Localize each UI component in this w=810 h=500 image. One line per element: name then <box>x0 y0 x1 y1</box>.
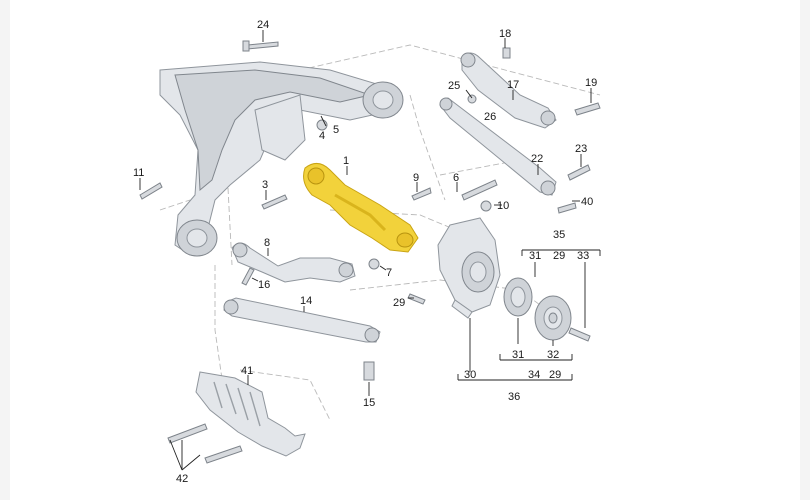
wheel-bearing-housing <box>437 217 501 319</box>
underbody-cover-41 <box>195 371 306 457</box>
callout-30: 30 <box>464 369 476 381</box>
callout-24: 24 <box>257 19 269 31</box>
callout-41: 41 <box>241 365 253 377</box>
callout-42: 42 <box>176 473 188 485</box>
callout-29-left: 29 <box>393 297 405 309</box>
callout-31-top: 31 <box>529 250 541 262</box>
callout-25: 25 <box>448 80 460 92</box>
wheel-hub-32 <box>534 295 572 341</box>
callout-36: 36 <box>508 391 520 403</box>
callout-9: 9 <box>413 172 419 184</box>
bearing-ring-31 <box>503 277 533 317</box>
callout-35: 35 <box>553 229 565 241</box>
leader-lines <box>139 30 601 471</box>
callout-29-bottom: 29 <box>549 369 561 381</box>
callout-8: 8 <box>264 237 270 249</box>
callout-23: 23 <box>575 143 587 155</box>
callout-4: 4 <box>319 130 325 142</box>
callout-18: 18 <box>499 28 511 40</box>
callout-1: 1 <box>343 155 349 167</box>
callout-33: 33 <box>577 250 589 262</box>
callout-labels: 24 18 19 17 25 26 5 4 22 23 1 11 9 6 3 1… <box>133 19 597 485</box>
callout-14: 14 <box>300 295 312 307</box>
callout-32: 32 <box>547 349 559 361</box>
spring-link-8 <box>231 242 356 283</box>
callout-7: 7 <box>386 267 392 279</box>
track-rod-14 <box>223 297 381 343</box>
callout-19: 19 <box>585 77 597 89</box>
callout-29-top: 29 <box>553 250 565 262</box>
callout-5: 5 <box>333 124 339 136</box>
bolts <box>139 40 601 464</box>
callout-10: 10 <box>497 200 509 212</box>
callout-17: 17 <box>507 79 519 91</box>
callout-34: 34 <box>528 369 540 381</box>
callout-11: 11 <box>133 167 144 179</box>
callout-3: 3 <box>262 179 268 191</box>
callout-22: 22 <box>531 153 543 165</box>
upper-link-17 <box>460 52 557 129</box>
callout-26: 26 <box>484 111 496 123</box>
control-arm-highlighted <box>303 163 419 253</box>
callout-40: 40 <box>581 196 593 208</box>
callout-31-bottom: 31 <box>512 349 524 361</box>
callout-6: 6 <box>453 172 459 184</box>
callout-15: 15 <box>363 397 375 409</box>
subframe <box>159 61 404 257</box>
link-22 <box>439 97 557 196</box>
callout-16: 16 <box>258 279 270 291</box>
